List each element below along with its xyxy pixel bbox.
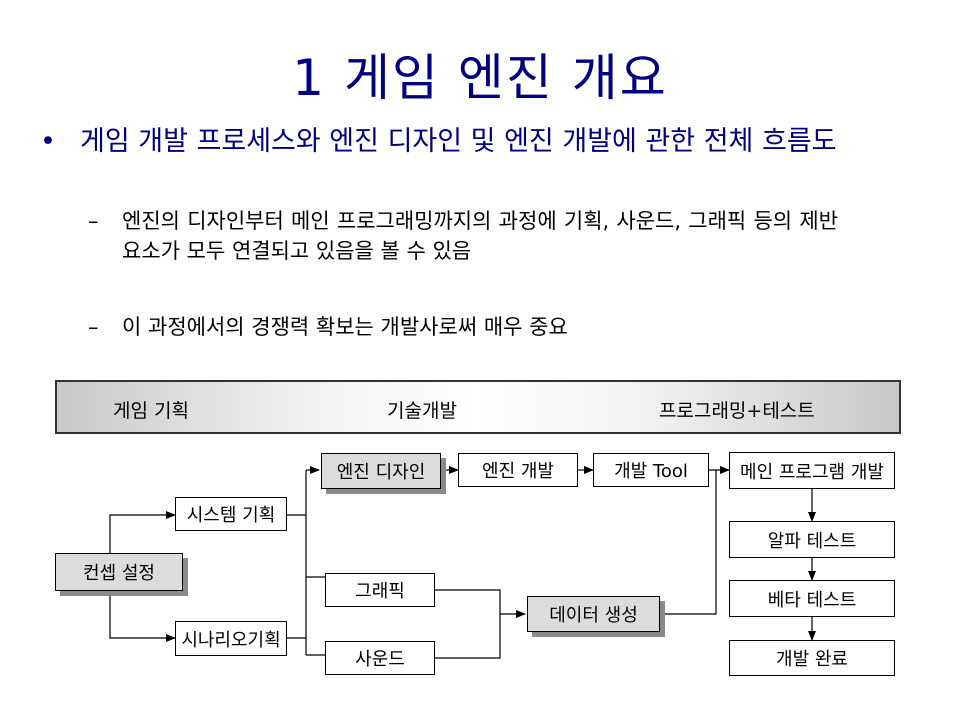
node-alpha-test: 알파 테스트 bbox=[729, 521, 895, 558]
node-engine-dev: 엔진 개발 bbox=[458, 453, 578, 487]
dash-icon: – bbox=[88, 209, 99, 233]
slide-title: 1 게임 엔진 개요 bbox=[292, 49, 668, 107]
node-beta-test: 베타 테스트 bbox=[729, 580, 895, 617]
node-data-generation: 데이터 생성 bbox=[527, 596, 660, 632]
phase-band: 게임 기획 기술개발 프로그래밍+테스트 bbox=[55, 380, 901, 434]
node-graphics: 그래픽 bbox=[325, 573, 435, 607]
node-sound: 사운드 bbox=[325, 641, 435, 675]
node-dev-complete: 개발 완료 bbox=[729, 640, 895, 676]
sub-bullet-2-text: 이 과정에서의 경쟁력 확보는 개발사로써 매우 중요 bbox=[122, 315, 568, 339]
node-main-program-dev: 메인 프로그램 개발 bbox=[729, 452, 895, 489]
phase-planning: 게임 기획 bbox=[113, 400, 189, 422]
node-scenario-planning: 시나리오기획 bbox=[175, 621, 287, 656]
phase-programming-test: 프로그래밍+테스트 bbox=[659, 400, 815, 422]
node-system-planning: 시스템 기획 bbox=[175, 497, 287, 531]
sub-bullet-1-text: 엔진의 디자인부터 메인 프로그래밍까지의 과정에 기획, 사운드, 그래픽 등… bbox=[122, 209, 838, 263]
node-dev-tool: 개발 Tool bbox=[593, 453, 709, 487]
phase-tech-dev: 기술개발 bbox=[387, 400, 457, 422]
dash-icon: – bbox=[88, 315, 99, 339]
main-bullet-text: 게임 개발 프로세스와 엔진 디자인 및 엔진 개발에 관한 전체 흐름도 bbox=[80, 126, 837, 157]
node-engine-design: 엔진 디자인 bbox=[321, 453, 441, 489]
bullet-icon: • bbox=[40, 126, 56, 157]
node-concept: 컨셉 설정 bbox=[55, 553, 183, 591]
